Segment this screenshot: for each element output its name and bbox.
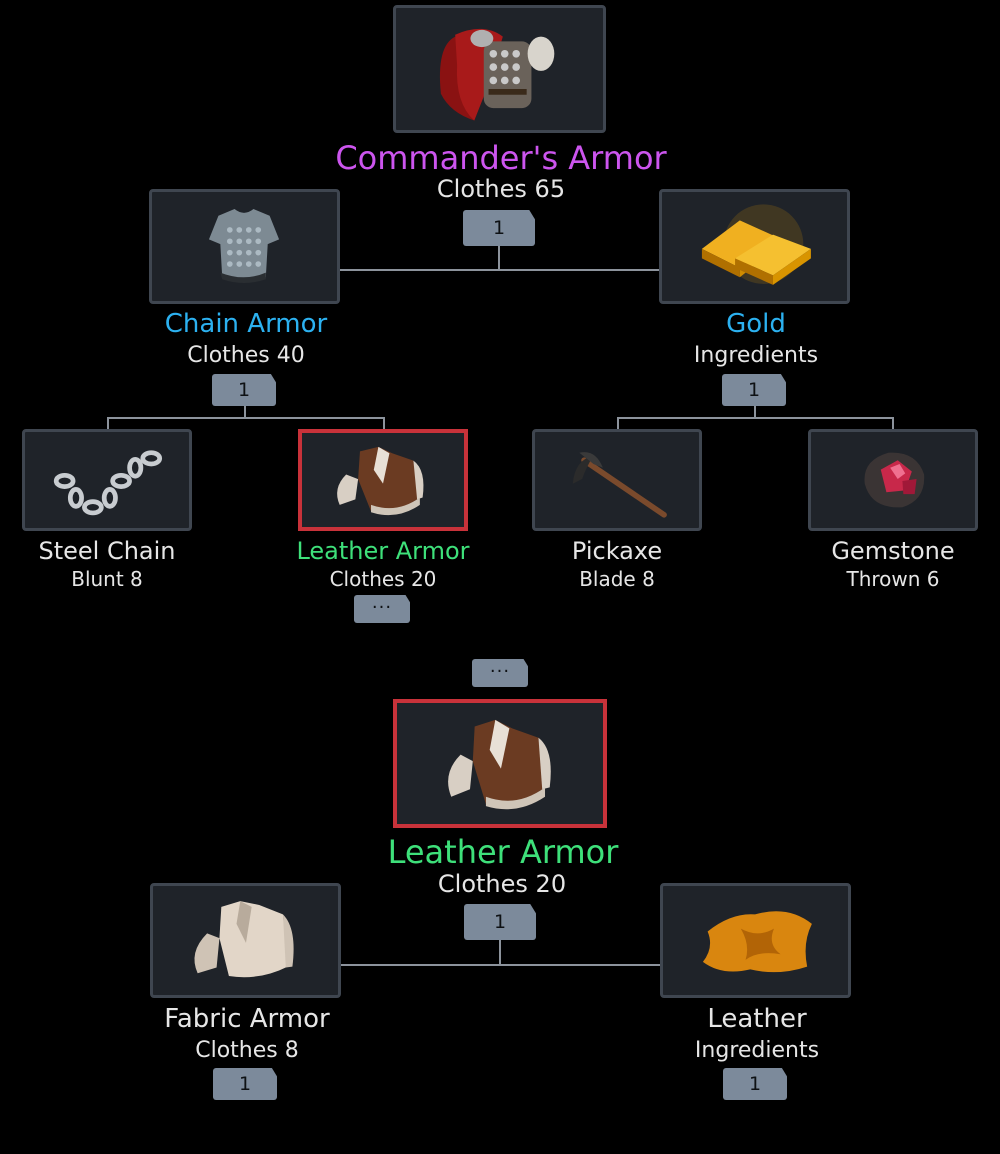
item-name-leather-armor: Leather Armor (296, 537, 470, 565)
connector (107, 417, 109, 430)
item-type-gold: Ingredients (693, 343, 819, 368)
fabric-armor-icon (194, 901, 294, 978)
quantity-badge: 1 (464, 904, 536, 940)
item-slot-fabric-armor[interactable] (150, 883, 341, 998)
item-type-steel-chain: Blunt 8 (71, 567, 143, 591)
connector (499, 940, 501, 965)
quantity-badge: 1 (213, 1068, 277, 1100)
item-type-leather: Ingredients (694, 1038, 820, 1063)
connector (383, 417, 385, 430)
item-slot-gold[interactable] (659, 189, 850, 304)
quantity-badge: 1 (723, 1068, 787, 1100)
item-type-pickaxe: Blade 8 (579, 567, 655, 591)
connector (498, 246, 500, 270)
chain-armor-icon (208, 209, 280, 283)
item-slot-leather[interactable] (660, 883, 851, 998)
item-type-leather-armor-detail: Clothes 20 (437, 870, 567, 898)
leather-icon (702, 911, 812, 973)
item-name-commanders-armor: Commander's Armor (335, 139, 667, 177)
item-name-chain-armor: Chain Armor (164, 309, 328, 339)
item-slot-leather-armor[interactable] (298, 429, 468, 531)
connector (754, 404, 756, 418)
item-type-fabric-armor: Clothes 8 (195, 1038, 299, 1063)
connector (244, 404, 246, 418)
item-name-gold: Gold (726, 309, 786, 339)
item-slot-steel-chain[interactable] (22, 429, 192, 531)
pickaxe-icon (572, 452, 667, 518)
item-slot-gemstone[interactable] (808, 429, 978, 531)
gemstone-icon (864, 452, 925, 508)
commanders-armor-icon (439, 28, 555, 121)
steel-chain-icon (53, 450, 163, 516)
connector (617, 417, 894, 419)
item-slot-leather-armor-detail[interactable] (393, 699, 607, 828)
expand-more-button[interactable]: ··· (472, 659, 528, 687)
gold-icon (701, 204, 811, 285)
leather-armor-icon (448, 719, 551, 810)
quantity-badge: 1 (722, 374, 786, 406)
item-type-commanders-armor: Clothes 65 (436, 175, 566, 203)
connector (617, 417, 619, 430)
item-name-leather: Leather (707, 1004, 807, 1034)
item-name-leather-armor-detail: Leather Armor (387, 833, 619, 871)
item-type-leather-armor: Clothes 20 (329, 567, 437, 591)
connector (340, 964, 660, 966)
quantity-badge: 1 (212, 374, 276, 406)
leather-armor-icon (337, 446, 424, 516)
connector (892, 417, 894, 430)
item-name-steel-chain: Steel Chain (38, 537, 176, 565)
item-type-chain-armor: Clothes 40 (187, 343, 305, 368)
item-slot-pickaxe[interactable] (532, 429, 702, 531)
item-name-pickaxe: Pickaxe (571, 537, 663, 565)
connector (339, 269, 659, 271)
item-name-gemstone: Gemstone (831, 537, 955, 565)
quantity-badge: 1 (463, 210, 535, 246)
connector (107, 417, 385, 419)
item-type-gemstone: Thrown 6 (846, 567, 940, 591)
item-name-fabric-armor: Fabric Armor (164, 1004, 330, 1034)
item-slot-commanders-armor[interactable] (393, 5, 606, 133)
item-slot-chain-armor[interactable] (149, 189, 340, 304)
expand-more-button[interactable]: ··· (354, 595, 410, 623)
